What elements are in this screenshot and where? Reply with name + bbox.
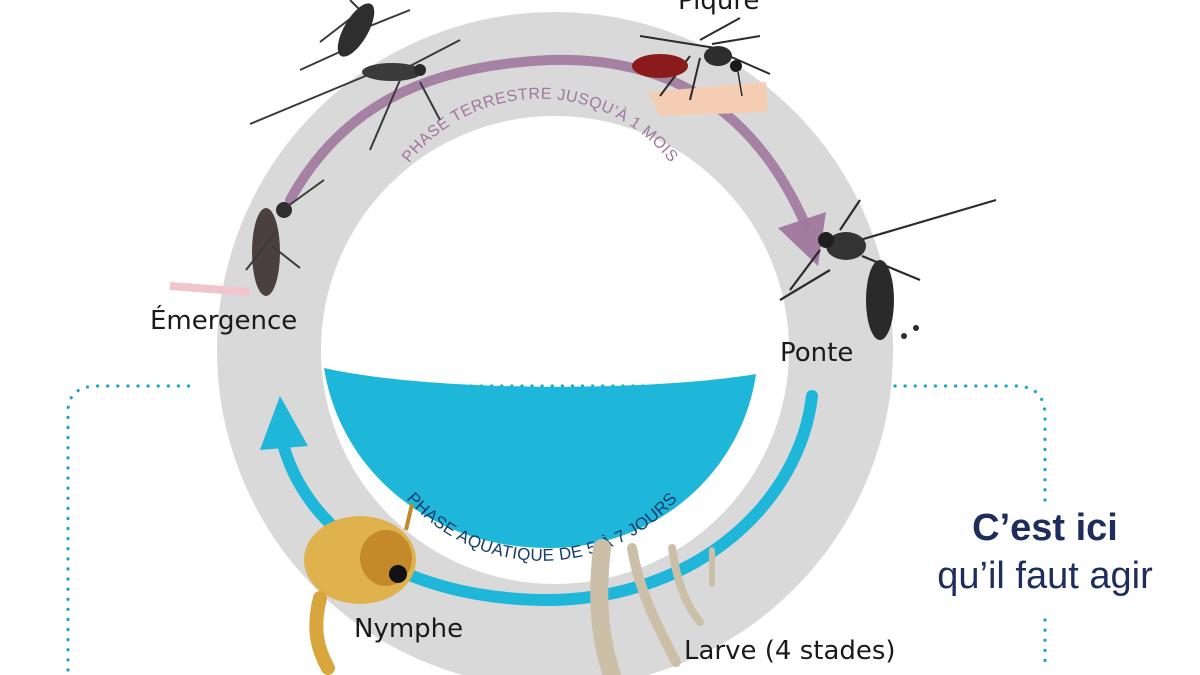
callout-subheading: qu’il faut agir — [937, 555, 1153, 597]
pupa-icon — [304, 503, 416, 675]
terrestrial-arrowhead — [778, 212, 826, 266]
mosquito-icon — [169, 179, 325, 296]
larva-icon — [590, 539, 715, 675]
stage-label-nymphe: Nymphe — [354, 614, 464, 644]
stage-label-piqure: Piqûre — [678, 0, 760, 16]
terrestrial-arrow — [285, 54, 811, 231]
stage-label-larve: Larve (4 stades) — [684, 636, 896, 666]
mosquito-icon — [249, 0, 461, 151]
mosquito-icon — [632, 17, 771, 101]
action-callout: C’est ici qu’il faut agir — [900, 504, 1190, 600]
stage-label-ponte: Ponte — [780, 338, 854, 368]
aquatic-arrow — [276, 390, 818, 607]
mosquito-icon — [779, 198, 997, 340]
stage-label-emergence: Émergence — [150, 306, 298, 336]
skin-icon — [648, 82, 768, 116]
water-pool — [324, 368, 756, 548]
callout-heading: C’est ici — [972, 507, 1118, 549]
aquatic-arrowhead — [260, 396, 308, 450]
